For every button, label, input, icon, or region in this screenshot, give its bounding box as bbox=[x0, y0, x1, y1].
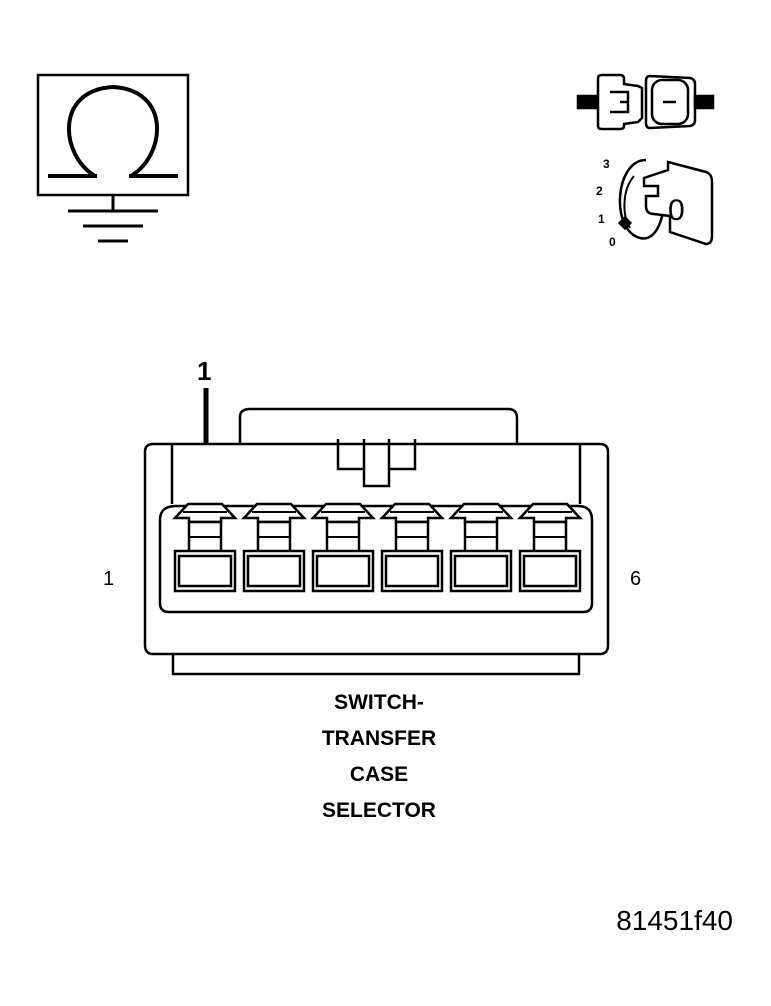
disconnect-connector-icon bbox=[576, 73, 715, 131]
connector-cavity-4 bbox=[379, 502, 445, 593]
ignition-position-2: 2 bbox=[596, 184, 603, 198]
connector-cavity-6 bbox=[517, 502, 583, 593]
connector-body bbox=[143, 407, 610, 676]
caption-line-2: TRANSFER bbox=[322, 727, 436, 750]
caption-line-1: SWITCH- bbox=[334, 691, 424, 714]
connector-cavity-3 bbox=[310, 502, 376, 593]
connector-cavity-2 bbox=[241, 502, 307, 593]
figure-id: 81451f40 bbox=[616, 905, 733, 936]
pin-1-label: 1 bbox=[103, 568, 114, 590]
ignition-position-3: 3 bbox=[603, 157, 610, 171]
pin-callout-label: 1 bbox=[197, 356, 211, 386]
connector-cavities bbox=[172, 502, 583, 593]
pin-6-label: 6 bbox=[630, 568, 641, 590]
connector-cavity-5 bbox=[448, 502, 514, 593]
caption-line-4: SELECTOR bbox=[322, 799, 436, 822]
ignition-position-0: 0 bbox=[609, 235, 616, 249]
connector-cavity-1 bbox=[172, 502, 238, 593]
ohm-meter-icon bbox=[36, 73, 190, 243]
ignition-key-position: 0 bbox=[668, 194, 685, 227]
ignition-switch-icon: 3 2 1 0 0 bbox=[596, 157, 714, 249]
ignition-position-1: 1 bbox=[598, 212, 605, 226]
caption-line-3: CASE bbox=[350, 763, 408, 786]
